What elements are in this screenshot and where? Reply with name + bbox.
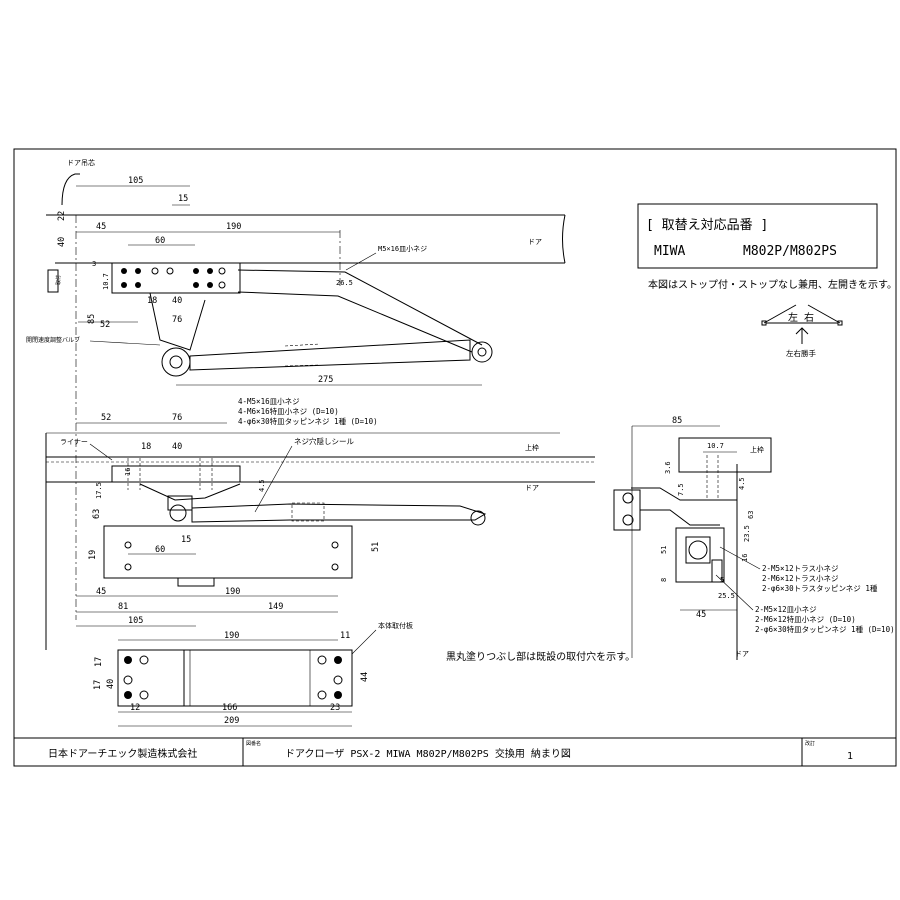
svg-text:11: 11	[340, 631, 350, 641]
svg-text:4-φ6×30特皿タッピンネジ 1種 (D=10): 4-φ6×30特皿タッピンネジ 1種 (D=10)	[238, 416, 378, 426]
svg-text:85: 85	[672, 416, 682, 426]
svg-text:3: 3	[92, 260, 96, 268]
svg-text:ドア: ドア	[525, 484, 539, 492]
svg-text:取付: 取付	[55, 275, 62, 285]
svg-text:5: 5	[720, 576, 724, 584]
svg-text:17: 17	[93, 680, 103, 690]
svg-text:上枠: 上枠	[525, 443, 539, 452]
drawing-name: ドアクローザ PSX-2 MIWA M802P/M802PS 交換用 納まり図	[285, 747, 571, 760]
svg-text:63: 63	[747, 511, 755, 519]
svg-text:12: 12	[130, 703, 140, 713]
svg-text:60: 60	[155, 236, 165, 246]
svg-text:3.6: 3.6	[664, 461, 672, 474]
svg-text:17.5: 17.5	[95, 482, 103, 499]
svg-text:本体取付板: 本体取付板	[378, 621, 413, 630]
svg-text:76: 76	[172, 315, 182, 325]
stop-note: 本図はストップ付・ストップなし兼用、左開きを示す。	[648, 278, 897, 291]
replacement-box	[637, 203, 878, 269]
svg-text:ライナー: ライナー	[60, 438, 88, 446]
svg-text:52: 52	[101, 413, 111, 423]
svg-text:4-M6×16特皿小ネジ (D=10): 4-M6×16特皿小ネジ (D=10)	[238, 406, 339, 416]
svg-text:51: 51	[371, 542, 381, 552]
svg-text:2-φ6×30トラスタッピンネジ 1種: 2-φ6×30トラスタッピンネジ 1種	[762, 583, 878, 593]
svg-text:85: 85	[87, 314, 97, 324]
svg-text:51: 51	[660, 546, 668, 554]
svg-text:105: 105	[128, 616, 143, 626]
black-dots-note: 黒丸塗りつぶし部は既設の取付穴を示す。	[446, 650, 635, 663]
svg-text:45: 45	[96, 222, 106, 232]
svg-text:ドア: ドア	[528, 238, 542, 246]
svg-text:23: 23	[330, 703, 340, 713]
svg-text:2-φ6×30特皿タッピンネジ 1種 (D=10): 2-φ6×30特皿タッピンネジ 1種 (D=10)	[755, 624, 895, 634]
svg-text:8: 8	[660, 578, 668, 582]
svg-text:15: 15	[178, 194, 188, 204]
svg-text:19: 19	[88, 550, 98, 560]
svg-text:40: 40	[172, 442, 182, 452]
svg-text:ドア吊芯: ドア吊芯	[67, 158, 95, 167]
svg-text:16: 16	[124, 468, 132, 476]
bracket-plate-view: 190 11 本体取付板 44 17 17 40 12 166 23 209	[93, 621, 413, 727]
side-view: 85 上枠 10.7 3.6 7.5 4.5 63 23.5 16 51 8 2…	[613, 416, 895, 660]
svg-text:17: 17	[94, 657, 104, 667]
svg-text:149: 149	[268, 602, 283, 612]
svg-text:25.5: 25.5	[718, 592, 735, 600]
svg-text:7.5: 7.5	[677, 483, 685, 496]
svg-text:60: 60	[155, 545, 165, 555]
svg-text:63: 63	[92, 509, 102, 519]
front-view: 上枠 ドア ライナー 52 76 18 40 4-M5×16皿小ネジ 4-M6×…	[45, 397, 595, 650]
svg-text:10.7: 10.7	[707, 442, 724, 450]
svg-text:22: 22	[57, 211, 67, 221]
svg-text:45: 45	[96, 587, 106, 597]
replacement-heading: [ 取替え対応品番 ]	[646, 218, 768, 233]
svg-text:M5×16皿小ネジ: M5×16皿小ネジ	[378, 244, 427, 253]
svg-text:190: 190	[225, 587, 240, 597]
svg-text:45: 45	[696, 610, 706, 620]
svg-text:81: 81	[118, 602, 128, 612]
svg-text:2-M6×12特皿小ネジ (D=10): 2-M6×12特皿小ネジ (D=10)	[755, 614, 856, 624]
svg-text:76: 76	[172, 413, 182, 423]
svg-text:開閉速度調整バルブ: 開閉速度調整バルブ	[26, 336, 80, 344]
svg-text:2-M5×12皿小ネジ: 2-M5×12皿小ネジ	[755, 605, 817, 614]
svg-text:40: 40	[106, 679, 116, 689]
svg-text:18: 18	[141, 442, 151, 452]
replacement-models: M802P/M802PS	[743, 244, 837, 259]
svg-text:2-M5×12トラス小ネジ: 2-M5×12トラス小ネジ	[762, 564, 839, 573]
svg-text:105: 105	[128, 176, 143, 186]
svg-text:166: 166	[222, 703, 237, 713]
svg-text:190: 190	[224, 631, 239, 641]
svg-text:10.7: 10.7	[102, 273, 110, 290]
revision-label: 改訂	[805, 740, 815, 747]
svg-text:23.5: 23.5	[743, 525, 751, 542]
plan-view: ドア吊芯 ドア 105 15 45 190 60 22 40 3 10.7 85…	[26, 158, 566, 620]
svg-text:52: 52	[100, 320, 110, 330]
svg-text:上枠: 上枠	[750, 445, 764, 454]
svg-text:左: 左	[788, 311, 798, 324]
svg-text:16: 16	[741, 554, 749, 562]
svg-text:2-M6×12トラス小ネジ: 2-M6×12トラス小ネジ	[762, 574, 839, 583]
drawing-name-label: 図番名	[246, 740, 261, 747]
svg-text:4-M5×16皿小ネジ: 4-M5×16皿小ネジ	[238, 397, 300, 406]
replacement-maker: MIWA	[654, 244, 685, 259]
svg-text:190: 190	[226, 222, 241, 232]
svg-text:右: 右	[804, 311, 814, 324]
svg-text:40: 40	[57, 237, 67, 247]
svg-text:26.5: 26.5	[336, 279, 353, 287]
svg-text:275: 275	[318, 375, 333, 385]
svg-text:4.5: 4.5	[258, 479, 266, 492]
drawing-border	[13, 148, 897, 767]
front-body	[103, 525, 353, 579]
svg-text:4.5: 4.5	[738, 477, 746, 490]
plan-bracket-plate	[111, 262, 241, 294]
svg-text:40: 40	[172, 296, 182, 306]
svg-text:44: 44	[360, 672, 370, 682]
hand-label: 左右勝手	[786, 348, 816, 358]
svg-text:ネジ穴隠しシール: ネジ穴隠しシール	[294, 436, 354, 446]
svg-text:ドア: ドア	[735, 650, 749, 658]
svg-text:209: 209	[224, 716, 239, 726]
svg-text:15: 15	[181, 535, 191, 545]
hand-symbol: 左 右 左右勝手	[761, 304, 843, 358]
company-name: 日本ドアーチエック製造株式会社	[48, 747, 197, 760]
revision-number: 1	[847, 751, 853, 762]
